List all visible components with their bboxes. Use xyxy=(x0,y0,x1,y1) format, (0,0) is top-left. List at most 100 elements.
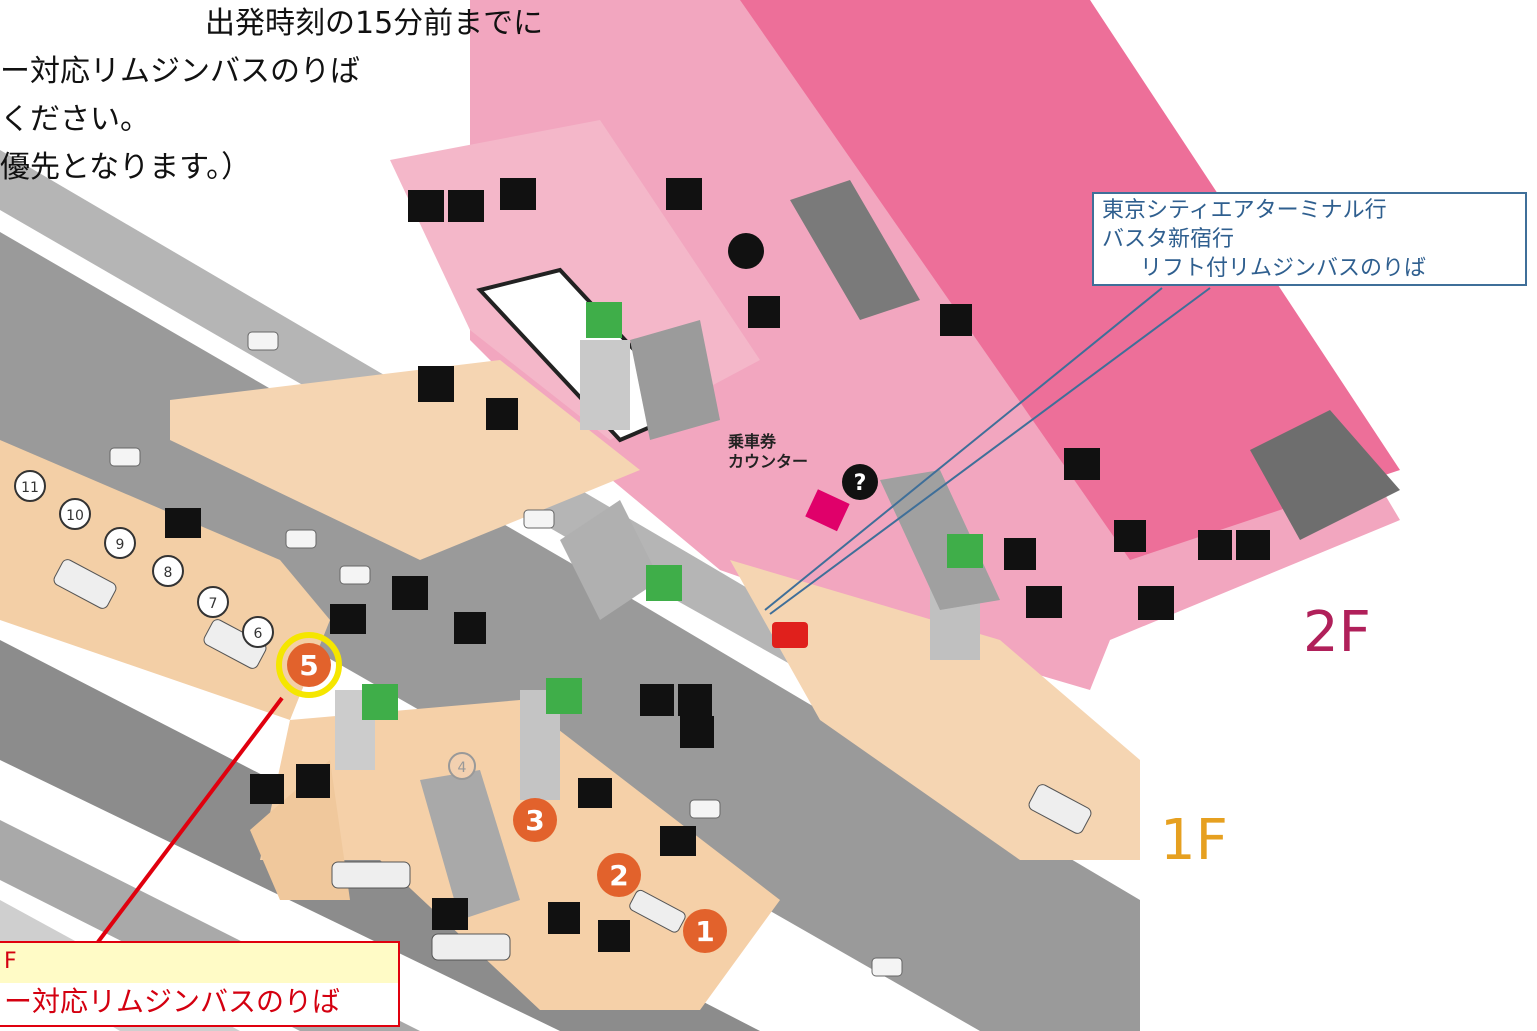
bus-ticket-icon xyxy=(165,508,201,538)
bus-graphic xyxy=(1028,784,1092,834)
accessible-icon xyxy=(448,190,484,222)
bus-stops-outline: 11 10 9 8 7 6 4 xyxy=(14,470,476,780)
car-graphic xyxy=(871,957,903,977)
ticket-counter-label: 乗車券 カウンター xyxy=(728,432,808,472)
car-graphic xyxy=(247,331,279,351)
shop-icon xyxy=(1138,586,1174,620)
elevator-icon-3 xyxy=(947,534,983,568)
nursery-icon xyxy=(500,178,536,210)
accessible-icon-2 xyxy=(454,612,486,644)
ticket-counter-line-1: 乗車券 xyxy=(728,432,777,451)
accessible-icon-1f xyxy=(486,398,518,430)
accessible-icon-5 xyxy=(296,764,330,798)
bus-stop-2-label: 2 xyxy=(609,859,628,892)
bus-stop-9-marker xyxy=(104,527,136,559)
taxi-icon-2 xyxy=(392,576,428,610)
bus-stops-orange: 5 3 2 1 xyxy=(276,632,727,953)
smoking-icon xyxy=(666,178,702,210)
bus-stop-sign-icon xyxy=(772,622,808,648)
bus-stop-3-label: 3 xyxy=(525,804,544,837)
phone-icon-2 xyxy=(1004,538,1036,570)
elevator-icon-2f xyxy=(586,302,622,338)
bus-stop-11-marker xyxy=(14,470,46,502)
elevator-icon-4 xyxy=(546,678,582,714)
boarding-notice: 出発時刻の15分前までに ー対応リムジンバスのりば ください。 優先となります。… xyxy=(0,0,544,192)
car-graphic xyxy=(523,509,555,529)
restroom-icon-5 xyxy=(578,778,612,808)
red-leader-line xyxy=(96,696,284,944)
lost-found-icon xyxy=(548,902,580,934)
bus-stop-4-marker xyxy=(448,752,476,780)
escalators xyxy=(335,320,1000,920)
bus-stop-7-marker xyxy=(197,586,229,618)
lounge-icon xyxy=(940,304,972,336)
notice-line-4: 優先となります。） xyxy=(0,150,252,185)
bus-stop-5-marker xyxy=(287,643,331,687)
callout-blue-line-3: リフト付リムジンバスのりば xyxy=(1140,256,1427,281)
bus-stop-6-label: 6 xyxy=(254,626,263,642)
bus-stop-5-label: 5 xyxy=(299,649,318,682)
elevator-icon-5 xyxy=(362,684,398,720)
bus-stop-2-marker xyxy=(597,853,641,897)
callout-blue-line-2: バスタ新宿行 xyxy=(1102,227,1235,252)
cafe-icon xyxy=(1026,586,1062,618)
ticket-counter-marker: ? xyxy=(805,464,878,532)
car-graphic xyxy=(339,565,371,585)
vehicles xyxy=(53,331,1092,977)
bus-graphic xyxy=(53,559,117,609)
bus-stop-10-label: 10 xyxy=(66,508,84,524)
blue-leader-line xyxy=(764,287,1163,611)
elevator-icon xyxy=(646,565,682,601)
bus-graphic xyxy=(431,933,511,961)
car-graphic xyxy=(689,799,721,819)
callout-leader-lines xyxy=(96,287,1211,944)
bus-stop-1-marker xyxy=(683,909,727,953)
bus-stop-1-label: 1 xyxy=(695,915,714,948)
bus-stop-10-marker xyxy=(59,498,91,530)
bus-graphic xyxy=(331,861,411,889)
bus-stop-5-highlight xyxy=(276,632,342,698)
car-graphic xyxy=(285,529,317,549)
bus-stop-4-label: 4 xyxy=(458,760,467,776)
floor-2f-label: 2F xyxy=(1303,600,1371,665)
bus-stop-7-label: 7 xyxy=(209,596,218,612)
notice-line-1: 出発時刻の15分前までに xyxy=(205,6,544,41)
bus-ticket-icon-3 xyxy=(660,826,696,856)
facility-icons xyxy=(165,178,1270,952)
bus-stop-8-marker xyxy=(152,555,184,587)
restroom-icon-3 xyxy=(640,684,674,716)
bus-stop-8-label: 8 xyxy=(164,565,173,581)
svg-text:?: ? xyxy=(854,471,867,496)
lift-bus-callout: 東京シティエアターミナル行 バスタ新宿行 リフト付リムジンバスのりば xyxy=(1092,192,1527,286)
info-icon xyxy=(728,233,764,269)
bus-stop-11-label: 11 xyxy=(21,480,39,496)
bus-stop-3-marker xyxy=(513,798,557,842)
phone-icon xyxy=(748,296,780,328)
stop-5-callout: F ー対応リムジンバスのりば xyxy=(0,941,400,1027)
phone-icon-3 xyxy=(1114,520,1146,552)
callout-red-main: ー対応リムジンバスのりば xyxy=(4,985,341,1018)
callout-blue-line-1: 東京シティエアターミナル行 xyxy=(1102,198,1387,223)
bus-graphic xyxy=(629,889,686,933)
smoking-icon-3 xyxy=(680,716,714,748)
restroom-icon xyxy=(408,190,444,222)
accessible-icon-3 xyxy=(1236,530,1270,560)
notice-line-3: ください。 xyxy=(0,102,150,137)
accessible-icon-4 xyxy=(678,684,712,716)
bus-graphic xyxy=(203,619,267,669)
bus-icon xyxy=(432,898,468,930)
ticket-counter-line-2: カウンター xyxy=(728,452,809,471)
bus-ticket-icon-2 xyxy=(330,604,366,634)
notice-line-2: ー対応リムジンバスのりば xyxy=(0,54,360,89)
floor-1f-label: 1F xyxy=(1160,808,1228,873)
smoking-icon-2 xyxy=(1064,448,1100,480)
car-graphic xyxy=(109,447,141,467)
phone-icon-4 xyxy=(598,920,630,952)
restroom-icon-4 xyxy=(250,774,284,804)
restroom-icon-2 xyxy=(1198,530,1232,560)
callout-red-sub: F xyxy=(0,943,398,983)
bus-stop-9-label: 9 xyxy=(116,537,125,553)
blue-leader-line xyxy=(769,287,1211,615)
bus-stop-6-marker xyxy=(242,616,274,648)
